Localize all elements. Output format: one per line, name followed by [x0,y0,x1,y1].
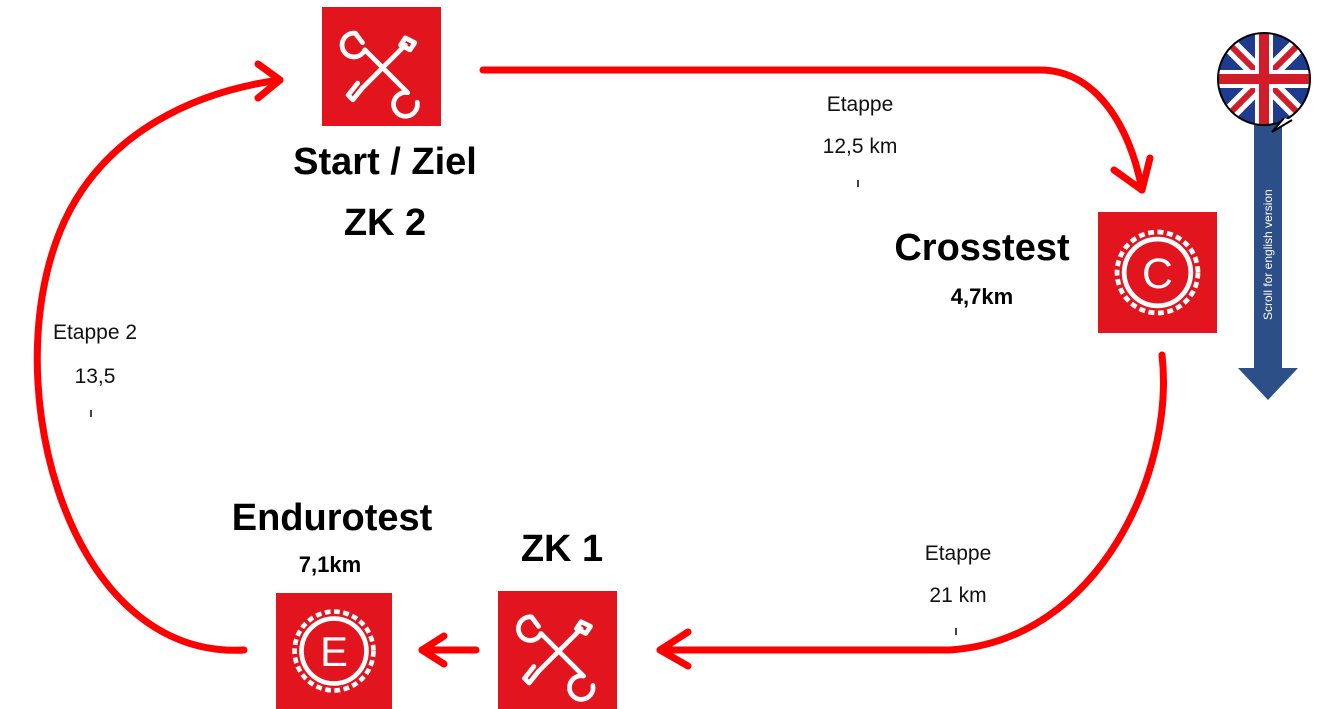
etappe3-distance: 21 km [929,584,987,607]
uk-flag-icon[interactable] [1214,29,1314,133]
crosstest-title: Crosstest [894,227,1070,269]
crosstest-distance: 4,7km [950,284,1014,309]
route-arrow-crosstest-to-zk1 [656,351,1167,654]
arrowhead-zk1 [656,628,692,670]
etappe1-label: Etappe [826,93,894,116]
endurotest-letter: E [320,628,348,675]
etappe2-label: Etappe 2 [52,321,138,344]
route-arrow-endurotest-to-start [33,76,284,654]
crosstest-letter: C [1142,250,1173,298]
start-title: Start / Ziel [293,141,477,183]
etappe3-tick [955,628,957,635]
etappe1-distance: 12,5 km [822,135,898,158]
etappe2-tick [90,410,92,417]
etappe2-distance: 13,5 [74,365,116,388]
start-tools-icon [322,7,441,126]
etappe3-label: Etappe [924,542,992,565]
arrowhead-endurotest [418,632,448,668]
route-arrow-start-to-crosstest [479,66,1146,194]
crosstest-gear-c-icon: C [1098,212,1217,333]
zk1-tools-icon [498,591,617,709]
arrowhead-start [254,60,284,102]
start-subtitle: ZK 2 [343,202,427,244]
endurotest-distance: 7,1km [298,552,362,577]
arrowhead-crosstest [1110,154,1154,194]
endurotest-gear-e-icon: E [276,593,392,709]
scroll-down-arrow-icon[interactable] [1238,112,1298,400]
endurotest-title: Endurotest [231,497,433,539]
scroll-hint-text[interactable]: Scroll for english version [1261,189,1275,321]
zk1-title: ZK 1 [520,528,604,570]
etappe1-tick [857,180,859,187]
